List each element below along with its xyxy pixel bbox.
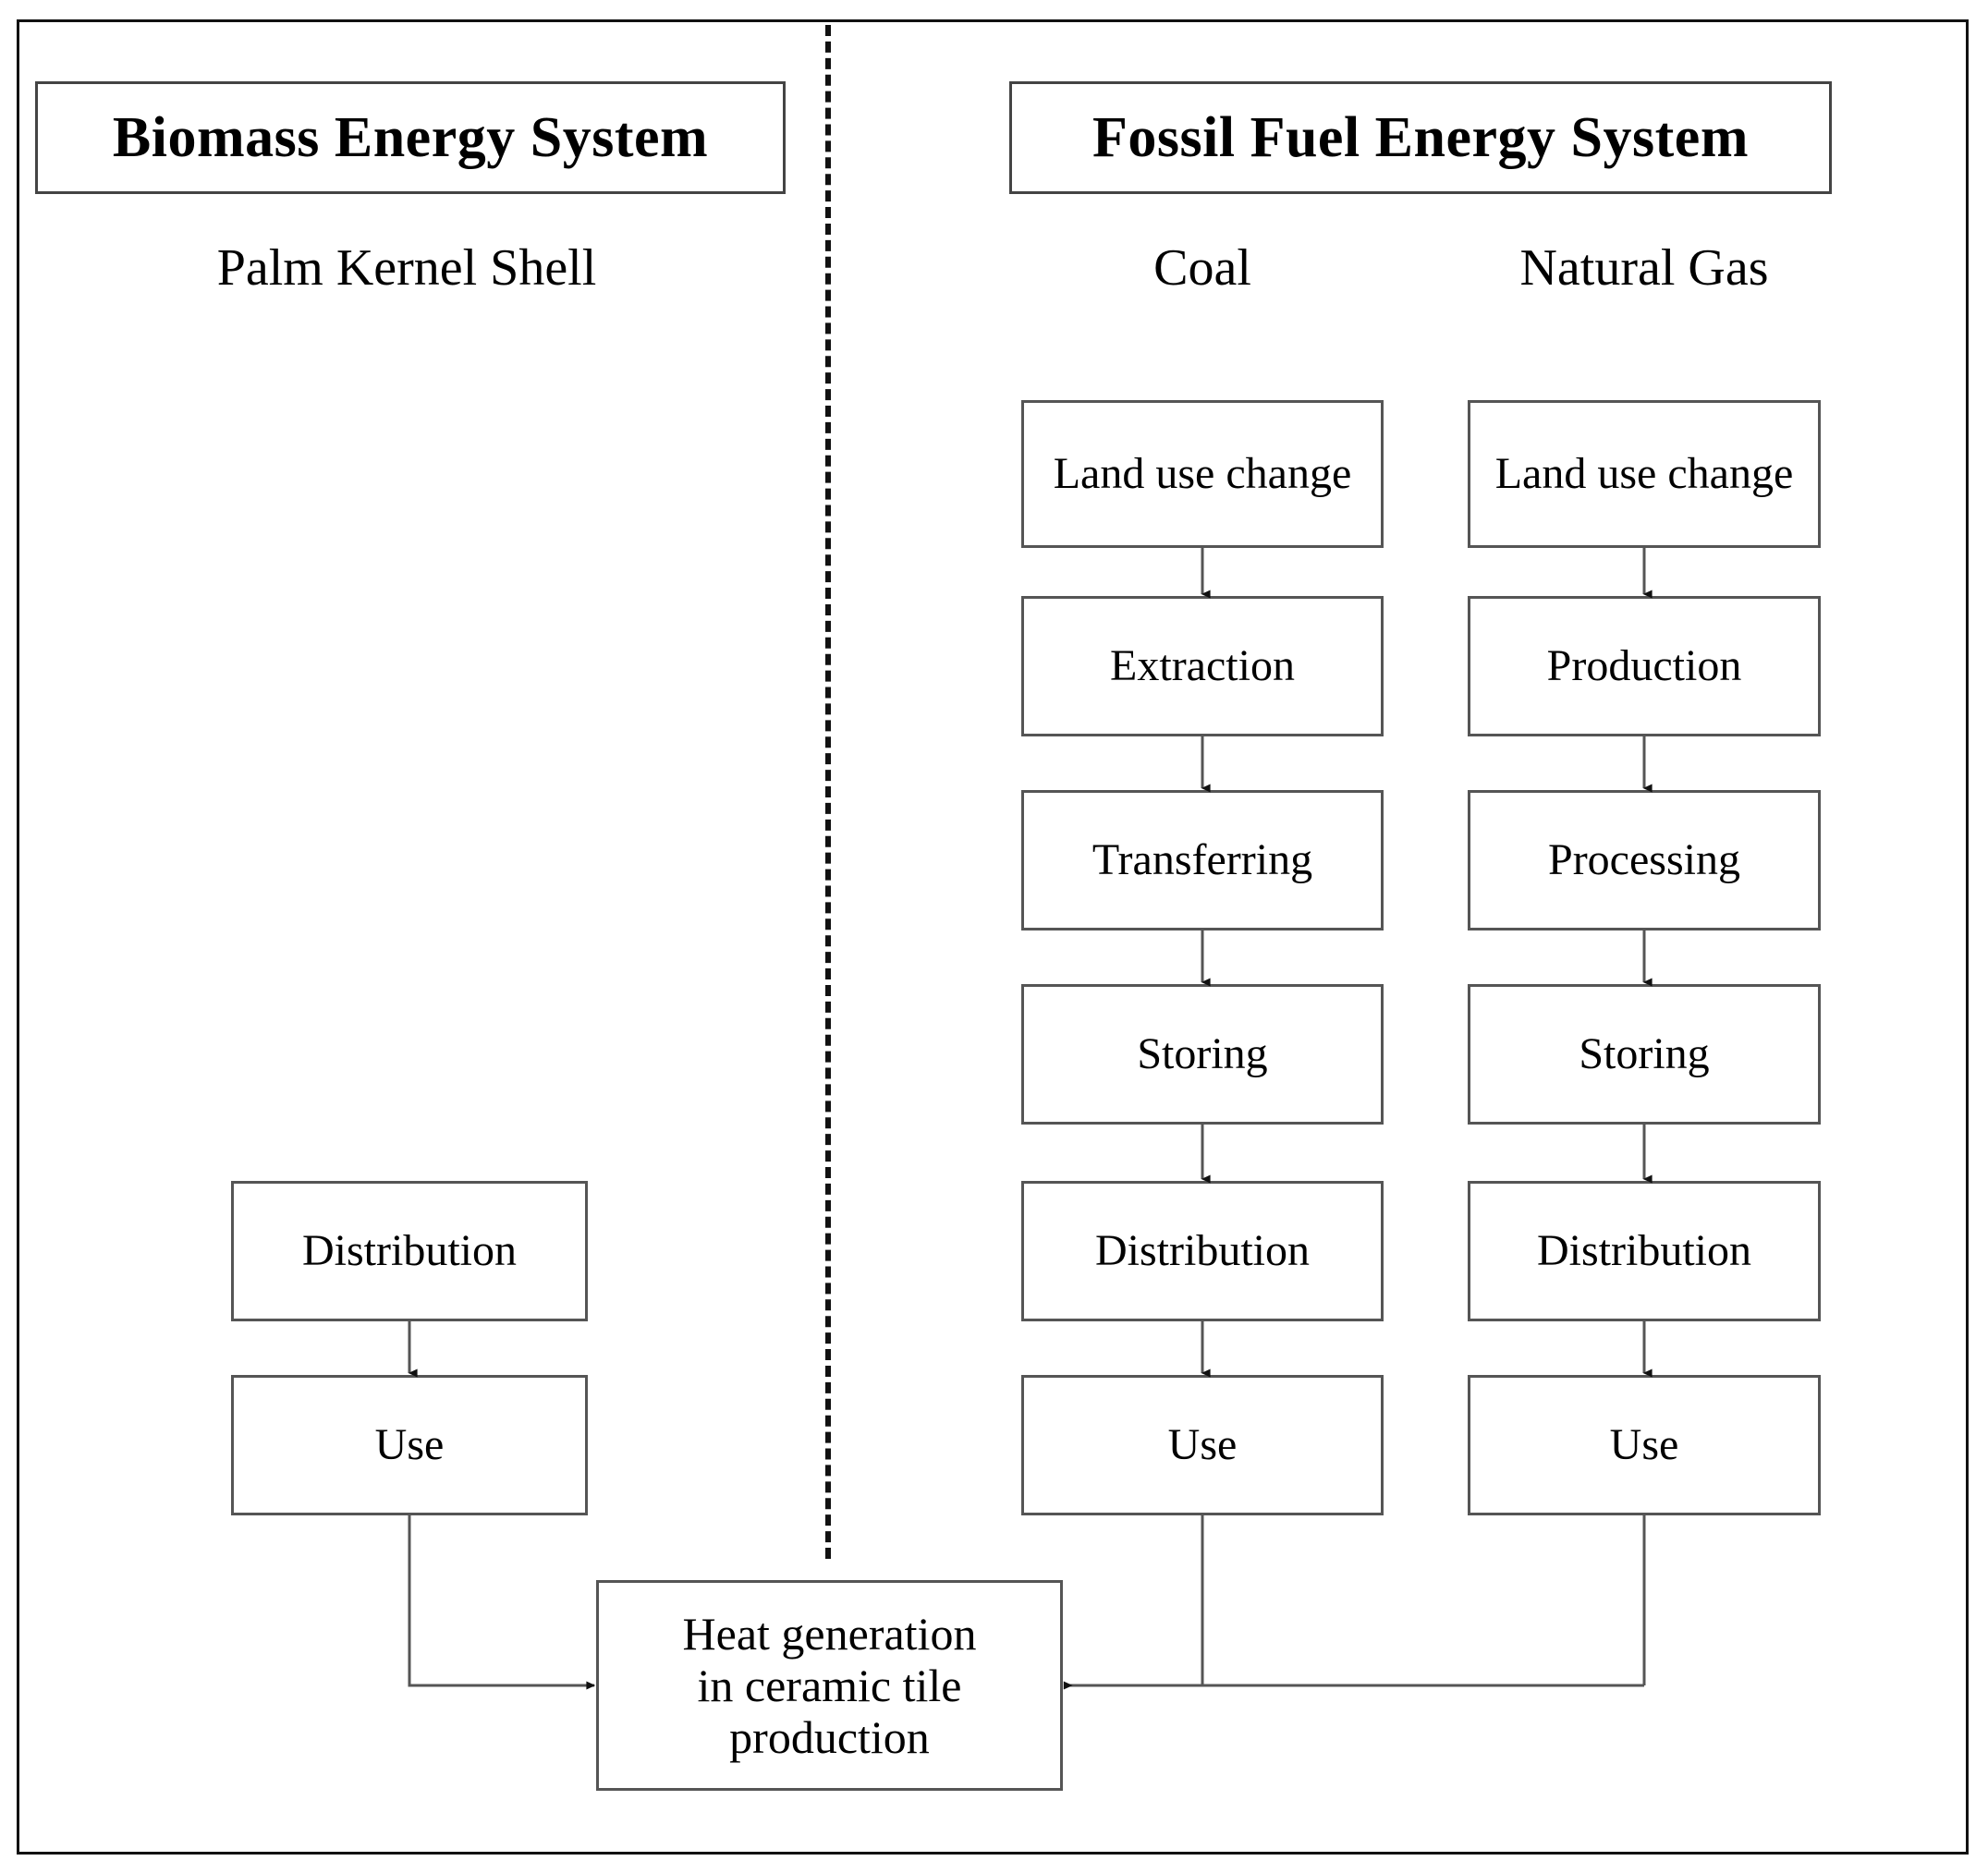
node-coal-storing[interactable]: Storing <box>1021 984 1384 1125</box>
outer-frame <box>17 19 1969 1855</box>
node-coal-transferring[interactable]: Transferring <box>1021 790 1384 930</box>
node-gas-storing[interactable]: Storing <box>1468 984 1821 1125</box>
system-divider-dashed-line <box>825 25 831 1559</box>
node-gas-land-use-change[interactable]: Land use change <box>1468 400 1821 548</box>
node-gas-use[interactable]: Use <box>1468 1375 1821 1515</box>
node-gas-production[interactable]: Production <box>1468 596 1821 736</box>
node-biomass-distribution[interactable]: Distribution <box>231 1181 588 1321</box>
fossil-fuel-energy-system-title: Fossil Fuel Energy System <box>1009 81 1832 194</box>
sink-label-line-1: Heat generation <box>682 1608 977 1660</box>
node-gas-processing[interactable]: Processing <box>1468 790 1821 930</box>
biomass-energy-system-title: Biomass Energy System <box>35 81 786 194</box>
node-heat-generation-ceramic-tile-production[interactable]: Heat generation in ceramic tile producti… <box>596 1580 1063 1791</box>
node-coal-extraction[interactable]: Extraction <box>1021 596 1384 736</box>
sink-label-line-2: in ceramic tile <box>697 1660 962 1711</box>
node-coal-land-use-change[interactable]: Land use change <box>1021 400 1384 548</box>
node-gas-distribution[interactable]: Distribution <box>1468 1181 1821 1321</box>
column-header-coal: Coal <box>1153 239 1251 297</box>
node-coal-use[interactable]: Use <box>1021 1375 1384 1515</box>
column-header-natural-gas: Natural Gas <box>1519 239 1769 297</box>
node-coal-distribution[interactable]: Distribution <box>1021 1181 1384 1321</box>
sink-label-line-3: production <box>729 1711 930 1763</box>
column-header-palm-kernel-shell: Palm Kernel Shell <box>216 239 597 297</box>
node-biomass-use[interactable]: Use <box>231 1375 588 1515</box>
